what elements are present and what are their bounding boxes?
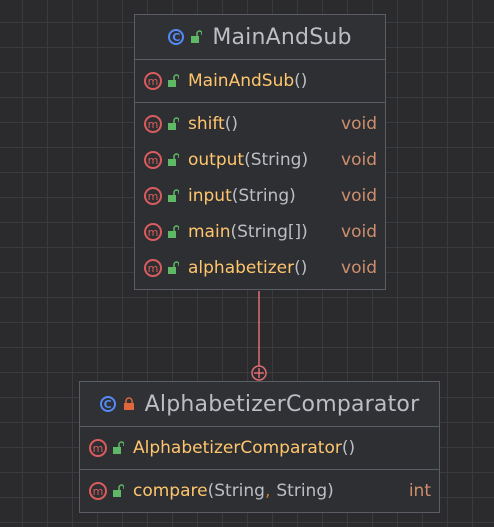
- methods-section: m compare(String,String) int: [80, 470, 439, 512]
- method-name: alphabetizer: [188, 258, 295, 278]
- return-type: void: [341, 114, 377, 134]
- method-name: output: [188, 150, 245, 170]
- return-type: void: [341, 150, 377, 170]
- return-type: void: [341, 222, 377, 242]
- constructor-row[interactable]: m MainAndSub(): [135, 63, 385, 99]
- method-row-main[interactable]: m main(String[]) void: [135, 214, 385, 250]
- method-row-alphabetizer[interactable]: m alphabetizer() void: [135, 250, 385, 286]
- unlocked-icon: [191, 30, 203, 43]
- constructors-section: m MainAndSub(): [135, 60, 385, 103]
- unlocked-icon: [168, 261, 179, 274]
- class-box-alphabetizercomparator[interactable]: C AlphabetizerComparator m AlphabetizerC…: [79, 381, 440, 513]
- class-header: C MainAndSub: [135, 15, 385, 60]
- unlocked-icon: [113, 484, 124, 497]
- constructor-row[interactable]: m AlphabetizerComparator(): [80, 430, 439, 466]
- method-icon: m: [89, 482, 107, 500]
- methods-section: m shift() void m output(String) void m i…: [135, 103, 385, 289]
- lock-icon: [123, 397, 134, 410]
- class-header: C AlphabetizerComparator: [80, 382, 439, 427]
- class-name: AlphabetizerComparator: [144, 391, 420, 417]
- constructors-section: m AlphabetizerComparator(): [80, 427, 439, 470]
- class-name: MainAndSub: [212, 24, 352, 50]
- return-type: int: [408, 481, 431, 501]
- method-icon: m: [144, 151, 162, 169]
- return-type: void: [341, 258, 377, 278]
- method-name: shift: [188, 114, 225, 134]
- constructor-name: AlphabetizerComparator: [133, 438, 342, 458]
- unlocked-icon: [168, 189, 179, 202]
- method-icon: m: [144, 115, 162, 133]
- method-icon: m: [144, 72, 162, 90]
- method-row-shift[interactable]: m shift() void: [135, 106, 385, 142]
- unlocked-icon: [113, 441, 124, 454]
- method-icon: m: [144, 223, 162, 241]
- class-box-mainandsub[interactable]: C MainAndSub m MainAndSub() m shift() vo…: [134, 14, 386, 290]
- method-name: main: [188, 222, 231, 242]
- method-icon: m: [89, 439, 107, 457]
- method-icon: m: [144, 187, 162, 205]
- method-row-compare[interactable]: m compare(String,String) int: [80, 473, 439, 509]
- unlocked-icon: [168, 153, 179, 166]
- constructor-name: MainAndSub: [188, 71, 295, 91]
- method-row-input[interactable]: m input(String) void: [135, 178, 385, 214]
- class-icon: C: [99, 396, 116, 412]
- return-type: void: [341, 186, 377, 206]
- unlocked-icon: [168, 225, 179, 238]
- unlocked-icon: [168, 117, 179, 130]
- method-name: input: [188, 186, 232, 206]
- method-row-output[interactable]: m output(String) void: [135, 142, 385, 178]
- method-name: compare: [133, 481, 208, 501]
- unlocked-icon: [168, 74, 179, 87]
- class-icon: C: [168, 29, 185, 45]
- method-icon: m: [144, 259, 162, 277]
